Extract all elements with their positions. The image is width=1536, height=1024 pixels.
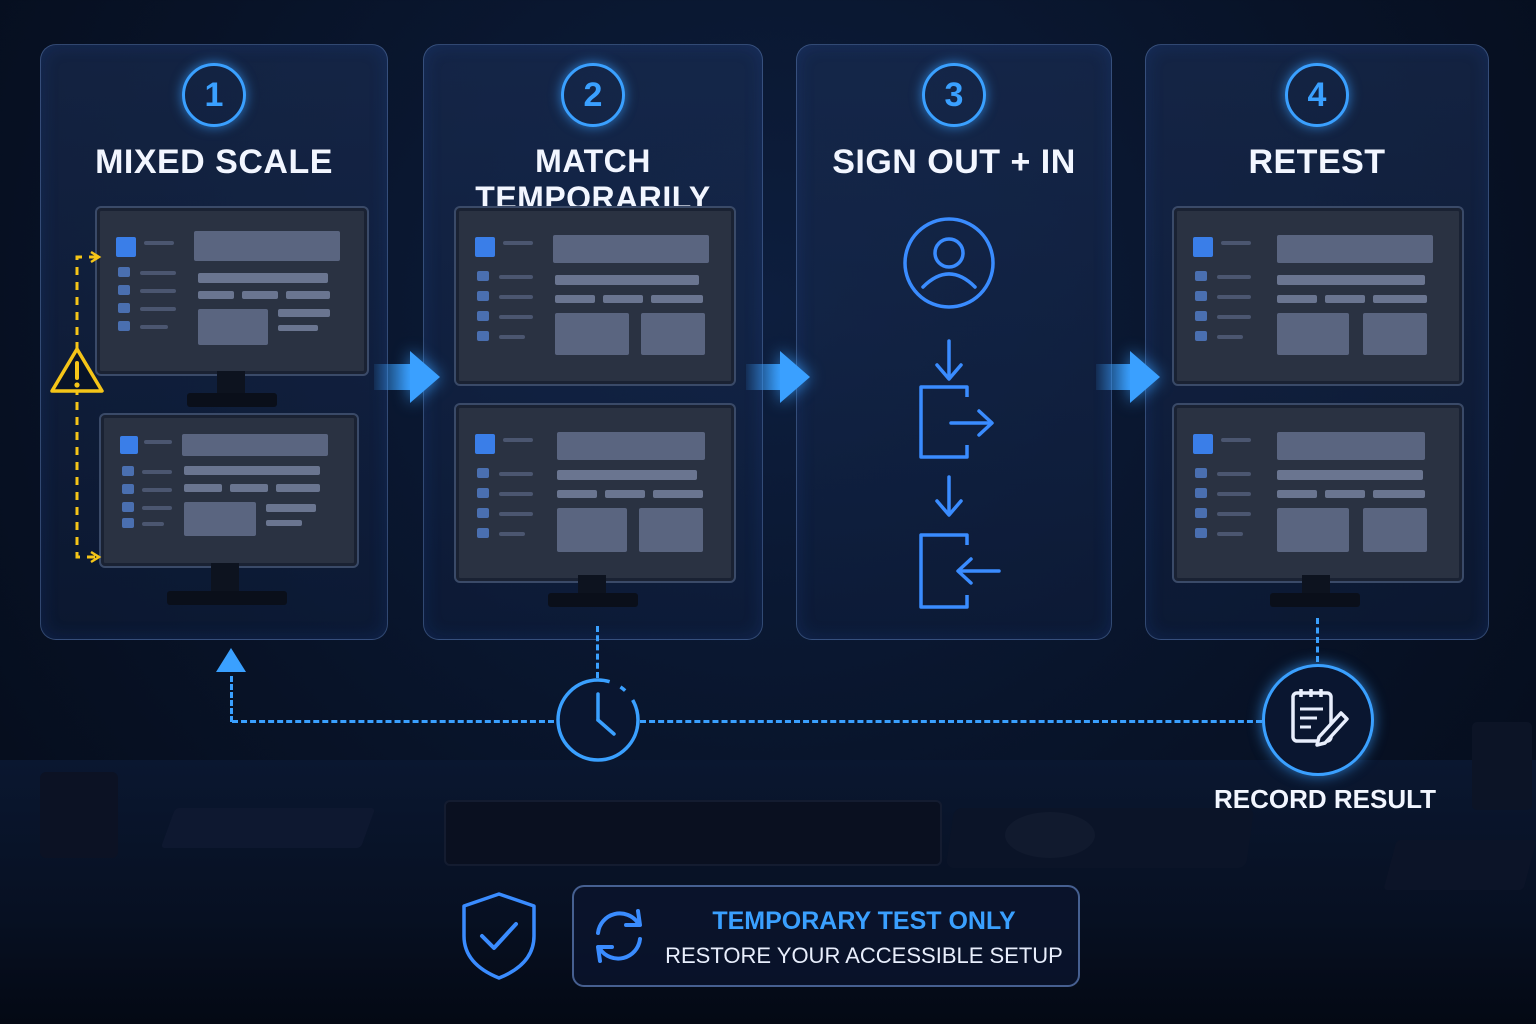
notepad-pencil-icon	[1291, 689, 1349, 747]
step-panel-2: 2 MATCH TEMPORARILY	[423, 44, 763, 640]
monitor-bottom	[456, 405, 734, 581]
feedback-line-right	[640, 720, 1262, 723]
monitor-bottom	[1174, 405, 1462, 581]
step-panel-3: 3 SIGN OUT + IN	[796, 44, 1112, 640]
monitor-top	[456, 208, 734, 384]
up-arrow-icon	[216, 648, 246, 672]
step-title-3: SIGN OUT + IN	[832, 143, 1076, 181]
record-result-icon-circle	[1262, 664, 1374, 776]
mouse-decoration	[1005, 812, 1095, 858]
step-number-1: 1	[182, 63, 246, 127]
step-title-4: RETEST	[1248, 143, 1386, 181]
shield-check-icon	[462, 892, 536, 980]
step-title-1: MIXED SCALE	[95, 143, 333, 181]
monitor-bottom	[101, 415, 357, 566]
step-panel-1: 1 MIXED SCALE	[40, 44, 388, 640]
note-title: TEMPORARY TEST ONLY	[712, 907, 1016, 935]
feedback-line-up	[230, 676, 233, 722]
step-number-2: 2	[561, 63, 625, 127]
clock-icon	[556, 678, 640, 762]
step-panel-4: 4 RETEST	[1145, 44, 1489, 640]
mousepad-decoration	[945, 808, 1255, 868]
down-arrow-icon	[935, 339, 963, 381]
warning-icon	[50, 347, 104, 393]
user-icon	[903, 217, 995, 309]
feedback-line-left	[232, 720, 554, 723]
clock-connector	[596, 626, 599, 678]
refresh-icon	[596, 909, 642, 963]
record-result-label: RECORD RESULT	[1214, 784, 1436, 814]
sign-in-icon	[919, 533, 1001, 609]
note-subtitle: RESTORE YOUR ACCESSIBLE SETUP	[665, 943, 1063, 968]
sign-out-icon	[919, 385, 994, 459]
keyboard-decoration	[444, 800, 942, 866]
monitor-top	[1174, 208, 1462, 384]
notebook-decoration	[160, 808, 376, 848]
down-arrow-icon	[935, 475, 963, 517]
record-connector	[1316, 618, 1319, 662]
step-number-4: 4	[1285, 63, 1349, 127]
tablet-decoration	[1383, 840, 1536, 890]
temporary-test-note: TEMPORARY TEST ONLY RESTORE YOUR ACCESSI…	[572, 885, 1080, 987]
scale-mismatch-bracket	[75, 250, 102, 564]
step-title-2: MATCH TEMPORARILY	[475, 143, 711, 216]
mug-decoration	[40, 772, 118, 858]
pen-cup-decoration	[1472, 722, 1532, 810]
monitor-top	[97, 208, 367, 374]
step-number-3: 3	[922, 63, 986, 127]
